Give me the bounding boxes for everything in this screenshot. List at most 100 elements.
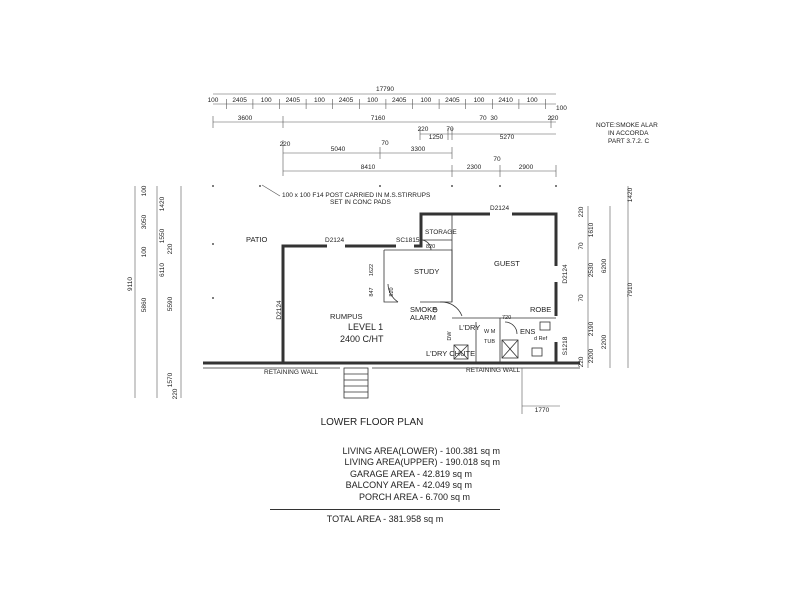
- post-markers: [212, 185, 557, 299]
- label-level: LEVEL 1: [348, 322, 383, 332]
- left-dimension-chains: 9110 100 3050 100 5860 220 1420 1550 220…: [127, 185, 182, 399]
- svg-text:6110: 6110: [159, 263, 166, 277]
- dim-row1-0: 100: [208, 97, 219, 104]
- dim-row5-2: 70: [493, 156, 501, 163]
- dim-row4-2: 70: [381, 140, 389, 147]
- area-living-upper: LIVING AREA(UPPER) - 190.018 sq m: [344, 457, 500, 468]
- label-sc1815: SC1815: [396, 237, 420, 244]
- dim-row5-3: 2900: [519, 164, 534, 171]
- area-schedule: LIVING AREA(LOWER) - 100.381 sq m LIVING…: [270, 446, 500, 525]
- svg-text:220: 220: [167, 243, 174, 254]
- label-d2124-guest: D2124: [490, 205, 510, 212]
- label-study: STUDY: [414, 267, 439, 276]
- area-garage: GARAGE AREA - 42.819 sq m: [349, 468, 472, 479]
- label-d2124-top: D2124: [325, 237, 345, 244]
- dim-row5-0: 8410: [361, 164, 376, 171]
- dim-row2-4: 220: [548, 115, 559, 122]
- area-porch: PORCH AREA - 6.700 sq m: [358, 491, 470, 502]
- label-d2124-left: D2124: [276, 300, 283, 320]
- stairs: [343, 367, 369, 399]
- label-820: 820: [389, 287, 395, 296]
- label-wm: W M: [484, 329, 496, 335]
- fixtures: [432, 307, 551, 360]
- label-height: 2400 C/HT: [340, 334, 384, 344]
- dim-row2-1: 7160: [371, 115, 386, 122]
- label-alarm: ALARM: [410, 313, 436, 322]
- label-ref: d Ref: [534, 336, 548, 342]
- dim-right-8: 2190: [588, 321, 595, 336]
- dim-right-1: 1420: [627, 187, 634, 202]
- dim-left-overall: 9110: [127, 277, 134, 291]
- label-ens: ENS: [520, 327, 535, 336]
- dim-row1-1: 2405: [232, 97, 247, 104]
- dim-row5-1: 2300: [467, 164, 482, 171]
- label-tub: TUB: [484, 339, 495, 345]
- dim-row1-11: 2410: [498, 97, 513, 104]
- svg-text:3050: 3050: [141, 214, 148, 229]
- label-retaining-left: RETAINING WALL: [264, 369, 319, 376]
- dim-row1-4: 100: [314, 97, 325, 104]
- dim-row1-extra: 100: [556, 105, 567, 112]
- area-total: TOTAL AREA - 381.958 sq m: [270, 509, 500, 525]
- dim-row1-7: 2405: [392, 97, 407, 104]
- label-s1218: S1218: [562, 336, 569, 355]
- svg-text:IN ACCORDA: IN ACCORDA: [608, 130, 649, 137]
- dim-right-6: 70: [578, 294, 585, 302]
- plan-title: LOWER FLOOR PLAN: [321, 417, 424, 428]
- label-rumpus: RUMPUS: [330, 312, 363, 321]
- dim-right-2: 1610: [588, 222, 595, 237]
- door-swings: [387, 239, 518, 335]
- post-note-line2: SET IN CONC PADS: [330, 199, 391, 206]
- label-retaining-right: RETAINING WALL: [466, 367, 521, 374]
- dim-right-11: 2200: [588, 348, 595, 363]
- label-patio: PATIO: [246, 235, 268, 244]
- dim-row1-6: 100: [367, 97, 378, 104]
- area-balcony: BALCONY AREA - 42.049 sq m: [345, 480, 472, 491]
- label-storage: STORAGE: [425, 229, 457, 236]
- dim-row1-10: 100: [474, 97, 485, 104]
- dim-row1-12: 100: [527, 97, 538, 104]
- svg-text:220: 220: [172, 388, 179, 399]
- dim-row2-3: 30: [490, 115, 498, 122]
- label-d2124-right: D2124: [562, 264, 569, 284]
- label-guest: GUEST: [494, 259, 520, 268]
- label-847: 847: [369, 287, 375, 296]
- dim-row3-3: 5270: [500, 134, 515, 141]
- dim-right-9: 2200: [601, 334, 608, 349]
- dim-right-4: 2530: [588, 262, 595, 277]
- walls: [203, 212, 580, 369]
- dim-right-0: 220: [578, 206, 585, 217]
- dim-row1-8: 100: [420, 97, 431, 104]
- svg-text:100: 100: [141, 246, 148, 257]
- label-1622: 1622: [369, 264, 375, 276]
- dim-row4-1: 5040: [331, 146, 346, 153]
- dim-row2-0: 3600: [238, 115, 253, 122]
- dim-row3-1: 70: [446, 126, 454, 133]
- dim-row1-9: 2405: [445, 97, 460, 104]
- area-living-lower: LIVING AREA(LOWER) - 100.381 sq m: [342, 446, 500, 456]
- dim-right-5: 6200: [601, 258, 608, 273]
- label-ldry-chute: L'DRY CHUTE: [426, 349, 475, 358]
- svg-text:100: 100: [141, 185, 148, 196]
- dim-bottom: 1770: [535, 407, 550, 414]
- svg-text:1420: 1420: [159, 196, 166, 211]
- dim-row2-2: 70: [479, 115, 487, 122]
- dim-row1-3: 2405: [286, 97, 301, 104]
- svg-text:5860: 5860: [141, 297, 148, 312]
- dim-overall-width: 17790: [376, 86, 394, 93]
- svg-text:1570: 1570: [167, 372, 174, 387]
- dim-right-10: 220: [578, 356, 585, 367]
- dim-row1-5: 2405: [339, 97, 354, 104]
- dim-right-3: 70: [578, 242, 585, 250]
- top-dimension-chains: 17790 100 2405 100 2405 100 2405 100 2405 100 240…: [208, 86, 567, 177]
- smoke-alarm-note: NOTE:SMOKE ALAR IN ACCORDA PART 3.7.2. C: [596, 122, 658, 145]
- label-720: 720: [502, 315, 511, 321]
- svg-text:PART 3.7.2. C: PART 3.7.2. C: [608, 138, 649, 145]
- dim-row3-0: 220: [418, 126, 429, 133]
- label-dw: DW: [447, 331, 453, 341]
- room-labels: PATIO D2124 SC1815 STORAGE D2124 GUEST S…: [246, 205, 569, 376]
- label-820b: 820: [426, 244, 435, 250]
- dim-row4-3: 3300: [411, 146, 426, 153]
